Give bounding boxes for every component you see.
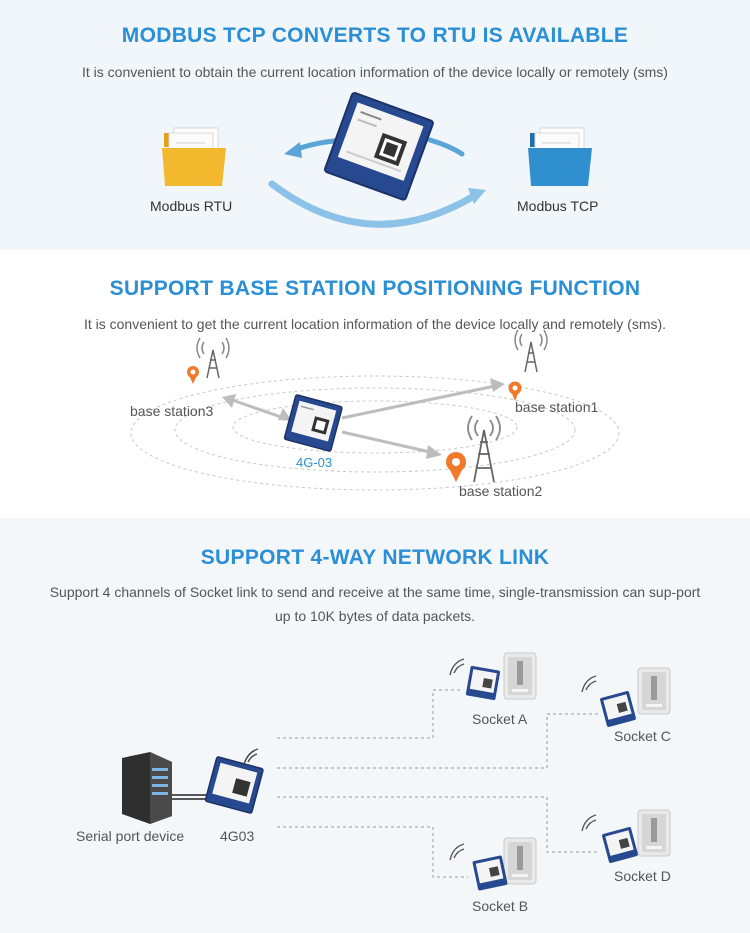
folder-rtu-icon (162, 127, 226, 186)
tower-icon-2 (467, 415, 501, 483)
positioning-section: SUPPORT BASE STATION POSITIONING FUNCTIO… (0, 250, 750, 518)
modbus-description: It is convenient to obtain the current l… (82, 64, 668, 80)
signal-arrows (222, 378, 505, 459)
location-pin-icon-1 (508, 381, 522, 401)
modbus-title: MODBUS TCP CONVERTS TO RTU IS AVAILABLE (121, 24, 629, 47)
modbus-section: MODBUS TCP CONVERTS TO RTU IS AVAILABLE … (0, 0, 750, 250)
tower-icon-3 (196, 337, 230, 379)
network-link-section: SUPPORT 4-WAY NETWORK LINK Support 4 cha… (0, 518, 750, 933)
positioning-diagram (130, 329, 620, 491)
network-link-description: Support 4 channels of Socket link to sen… (49, 584, 701, 624)
modbus-diagram (162, 92, 592, 228)
socket-a-label: Socket A (472, 711, 528, 727)
serial-device-icon (122, 752, 172, 824)
modbus-tcp-label: Modbus TCP (517, 198, 599, 214)
network-link-title: SUPPORT 4-WAY NETWORK LINK (200, 546, 550, 569)
serial-cable (172, 794, 208, 800)
socket-d-label: Socket D (614, 868, 671, 884)
socket-a-icon (449, 652, 537, 701)
socket-links (277, 689, 598, 878)
location-pin-icon-2 (446, 452, 466, 482)
station1-label: base station1 (515, 399, 599, 415)
socket-c-icon (581, 667, 671, 728)
wifi-icon (243, 748, 259, 765)
socket-b-icon (449, 837, 537, 891)
modbus-rtu-label: Modbus RTU (150, 198, 233, 214)
range-rings (130, 375, 620, 491)
module-device-icon (324, 92, 434, 201)
station2-label: base station2 (459, 483, 543, 499)
folder-tcp-icon (528, 127, 592, 186)
network-link-diagram (122, 652, 671, 891)
socket-b-label: Socket B (472, 898, 529, 914)
module-device-icon (283, 394, 343, 452)
sync-arrows-icon (268, 137, 486, 228)
serial-port-label: Serial port device (76, 828, 185, 844)
device-label: 4G-03 (296, 455, 333, 470)
socket-d-icon (581, 809, 671, 864)
module-4g03-label: 4G03 (220, 828, 255, 844)
station3-label: base station3 (130, 403, 214, 419)
positioning-description: It is convenient to get the current loca… (83, 316, 667, 332)
positioning-title: SUPPORT BASE STATION POSITIONING FUNCTIO… (109, 277, 641, 300)
module-device-icon (204, 756, 264, 814)
socket-c-label: Socket C (614, 728, 671, 744)
location-pin-icon-3 (187, 366, 199, 384)
tower-icon-1 (514, 329, 548, 373)
